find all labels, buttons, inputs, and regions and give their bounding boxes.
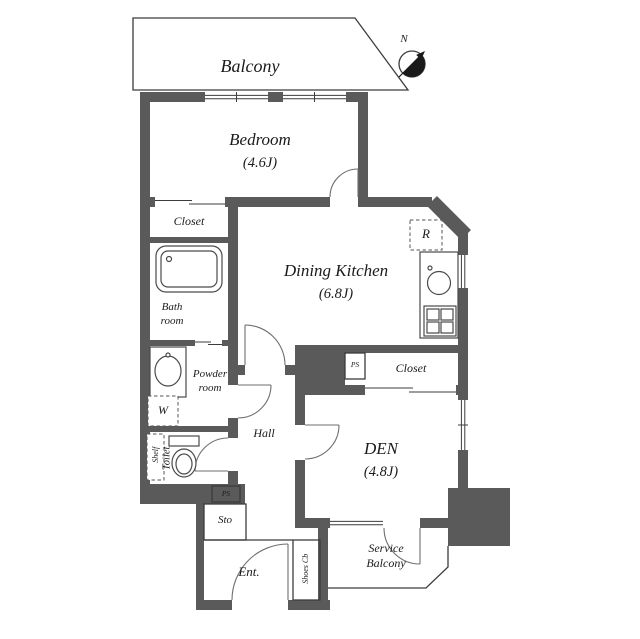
refrigerator-space-label: R xyxy=(422,226,430,241)
pipe-space-kitchen-label: PS xyxy=(350,360,360,369)
washer-space-box xyxy=(147,395,179,427)
powder-room-line2: room xyxy=(198,381,222,394)
bath-room-line2: room xyxy=(160,314,184,327)
door-arc-dining-kitchen xyxy=(244,324,286,366)
balcony-label: Balcony xyxy=(220,56,280,76)
door-arc-toilet xyxy=(194,437,229,472)
service-balcony-line2: Balcony xyxy=(366,556,406,570)
bath-room-line1: Bath xyxy=(161,301,183,313)
closet-left-label: Closet xyxy=(173,214,205,228)
bedroom-size: (4.6J) xyxy=(242,155,278,171)
bedroom-label: Bedroom xyxy=(229,130,291,149)
entrance-label: Ent. xyxy=(238,564,260,579)
dining-kitchen-size: (6.8J) xyxy=(318,286,354,302)
bathtub-icon xyxy=(155,245,223,293)
pipe-space-hall-box xyxy=(211,485,241,503)
windows xyxy=(205,92,468,526)
dining-kitchen-label: Dining Kitchen xyxy=(283,261,389,280)
washer-space-label: W xyxy=(158,403,168,417)
shelf-label: Shelf xyxy=(151,446,161,463)
storage-label: Sto xyxy=(217,514,233,526)
service-balcony-line1: Service xyxy=(368,541,404,555)
walls xyxy=(140,92,471,610)
refrigerator-space-box xyxy=(409,219,443,251)
pipe-space-kitchen-box xyxy=(344,352,366,380)
door-arc-service-balcony xyxy=(383,527,421,565)
service-balcony-outline xyxy=(328,546,449,589)
shoes-cabinet-box xyxy=(292,539,321,601)
den-size: (4.8J) xyxy=(363,464,399,480)
compass-icon xyxy=(398,50,426,78)
shoes-cabinet-label: Shoes Cb xyxy=(301,553,311,584)
toilet-label: Toilet xyxy=(161,446,173,471)
door-arc-bedroom xyxy=(329,168,359,198)
sliding-doors xyxy=(155,200,456,393)
service-balcony-label: Service Balcony xyxy=(336,541,436,571)
closet-den-label: Closet xyxy=(395,361,427,375)
door-arc-powder-room xyxy=(237,384,272,419)
toilet-icon xyxy=(168,435,200,478)
sink-icon xyxy=(426,265,452,296)
washbasin-icon xyxy=(149,346,187,398)
powder-room-label: Powder room xyxy=(182,368,238,395)
pillar-block xyxy=(448,488,510,546)
stove-icon xyxy=(423,305,457,337)
door-arc-entrance xyxy=(231,543,289,601)
door-arc-den xyxy=(304,424,340,460)
powder-room-line1: Powder xyxy=(192,368,228,380)
pipe-space-hall-label: PS xyxy=(221,489,231,498)
hall-label: Hall xyxy=(253,426,275,440)
balcony-outline xyxy=(132,17,410,91)
north-label: N xyxy=(400,33,408,45)
den-label: DEN xyxy=(364,439,398,458)
bath-room-label: Bath room xyxy=(146,301,198,328)
shelf-box xyxy=(146,433,165,481)
